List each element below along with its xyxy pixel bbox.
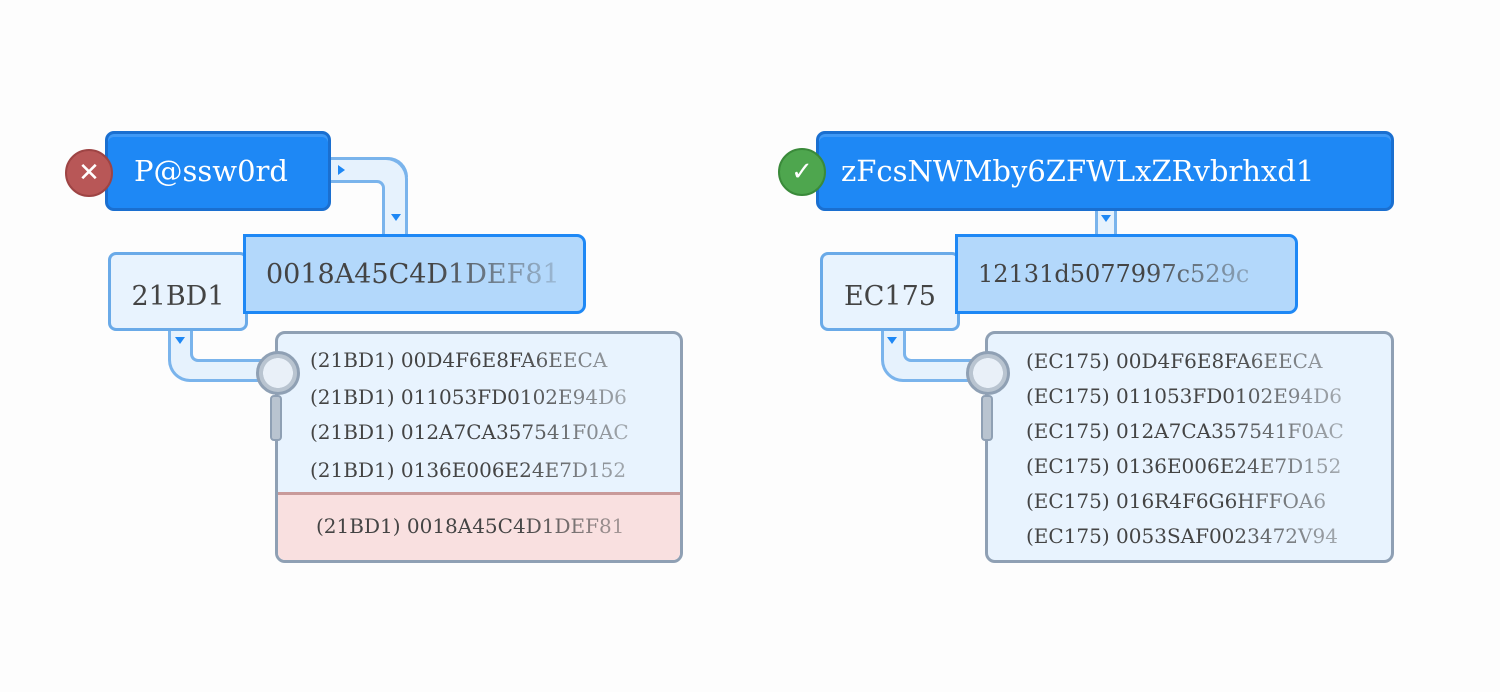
arrow-down-icon [1101, 215, 1111, 222]
arrow-down-icon [175, 337, 185, 344]
check-icon: ✓ [778, 148, 826, 196]
table-row: (EC175) 016R4F6G6HFFOA6 [1026, 489, 1327, 513]
table-row-match: (21BD1) 0018A45C4D1DEF81 [316, 514, 625, 538]
matched-row: (21BD1) 0018A45C4D1DEF81 [278, 492, 680, 560]
magnifier-handle [981, 395, 993, 441]
arrow-right-icon [338, 165, 345, 175]
password-box: zFcsNWMby6ZFWLxZRvbrhxd1 [816, 131, 1394, 211]
table-row: (21BD1) 00D4F6E8FA6EECA [310, 348, 608, 372]
magnifier-icon [966, 351, 1010, 395]
hash-box: 0018A45C4D1DEF81 [243, 234, 586, 314]
salt-text: EC175 [844, 281, 936, 312]
table-row: (EC175) 0053SAF0023472V94 [1026, 524, 1338, 548]
table-row: (EC175) 00D4F6E8FA6EECA [1026, 349, 1323, 373]
hash-text: 12131d5077997c529c [978, 260, 1250, 288]
salt-box: 21BD1 [108, 252, 248, 331]
hash-lookup-table: (21BD1) 00D4F6E8FA6EECA (21BD1) 011053FD… [275, 331, 683, 563]
password-text: zFcsNWMby6ZFWLxZRvbrhxd1 [841, 154, 1315, 188]
magnifier-handle [270, 395, 282, 441]
hash-box: 12131d5077997c529c [955, 234, 1298, 314]
x-icon: ✕ [65, 149, 113, 197]
hash-text: 0018A45C4D1DEF81 [266, 258, 560, 290]
table-row: (EC175) 0136E006E24E7D152 [1026, 454, 1342, 478]
table-row: (21BD1) 0136E006E24E7D152 [310, 458, 627, 482]
password-box: P@ssw0rd [105, 131, 331, 211]
table-row: (EC175) 011053FD0102E94D6 [1026, 384, 1343, 408]
table-row: (21BD1) 011053FD0102E94D6 [310, 385, 627, 409]
magnifier-icon [256, 351, 300, 395]
table-row: (21BD1) 012A7CA357541F0AC [310, 420, 629, 444]
salt-box: EC175 [820, 252, 960, 331]
table-row: (EC175) 012A7CA357541F0AC [1026, 419, 1344, 443]
salt-text: 21BD1 [131, 281, 225, 312]
hash-lookup-table: (EC175) 00D4F6E8FA6EECA (EC175) 011053FD… [985, 331, 1394, 563]
arrow-down-icon [887, 337, 897, 344]
password-text: P@ssw0rd [134, 154, 288, 188]
arrow-down-icon [391, 214, 401, 221]
